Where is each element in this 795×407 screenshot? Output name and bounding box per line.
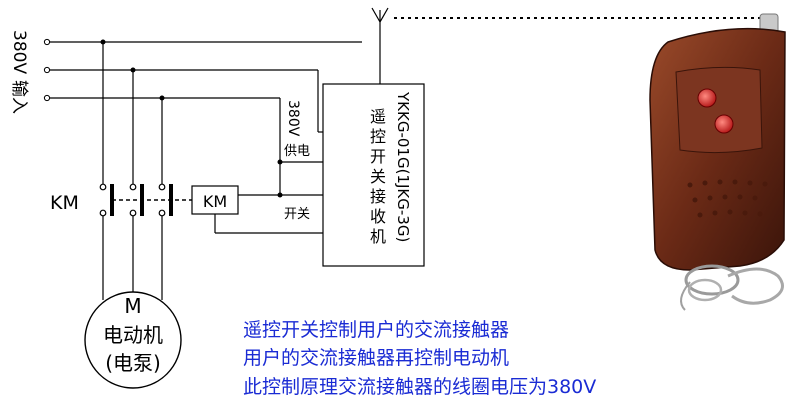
junction-dots <box>100 39 283 198</box>
motor-name: 电动机 <box>103 323 163 347</box>
caption-line-2: 用户的交流接触器再控制电动机 <box>243 347 510 369</box>
receiver-name: 遥 控 开 关 接 收 机 <box>370 107 386 246</box>
receiver-box <box>322 83 425 267</box>
km-coil-box <box>191 185 239 215</box>
input-lines <box>48 41 362 99</box>
input-voltage: 380V <box>9 30 29 74</box>
contactor-label: KM <box>50 192 79 214</box>
antenna-icon <box>371 7 389 84</box>
input-terminal-l1 <box>43 38 51 46</box>
remote-button-2 <box>714 114 734 134</box>
svg-text:开: 开 <box>370 147 386 166</box>
supply-label: 供电 <box>284 144 310 159</box>
input-label-1: 输入 <box>9 80 29 114</box>
remote-control-image <box>649 13 786 311</box>
remote-button-1 <box>697 88 717 108</box>
svg-text:收: 收 <box>370 207 386 226</box>
input-terminal-l3 <box>43 94 51 102</box>
svg-text:遥: 遥 <box>370 107 386 126</box>
km-coil-label: KM <box>203 192 227 211</box>
motor-symbol: M <box>124 294 141 318</box>
caption-line-1: 遥控开关控制用户的交流接触器 <box>243 319 510 341</box>
svg-text:机: 机 <box>370 227 386 246</box>
caption-line-3: 此控制原理交流接触器的线圈电压为380V <box>243 376 597 398</box>
input-terminal-l2 <box>43 66 51 74</box>
switch-label: 开关 <box>284 207 310 222</box>
svg-text:关: 关 <box>370 167 386 186</box>
receiver-model: YKKG-01G(1JKG-3G) <box>394 91 412 242</box>
motor-note: (电泵) <box>105 351 161 375</box>
motor-circle <box>84 291 182 389</box>
supply-voltage: 380V <box>285 100 301 137</box>
phase-drops <box>102 42 163 300</box>
svg-text:控: 控 <box>370 127 386 146</box>
svg-text:接: 接 <box>370 187 386 206</box>
